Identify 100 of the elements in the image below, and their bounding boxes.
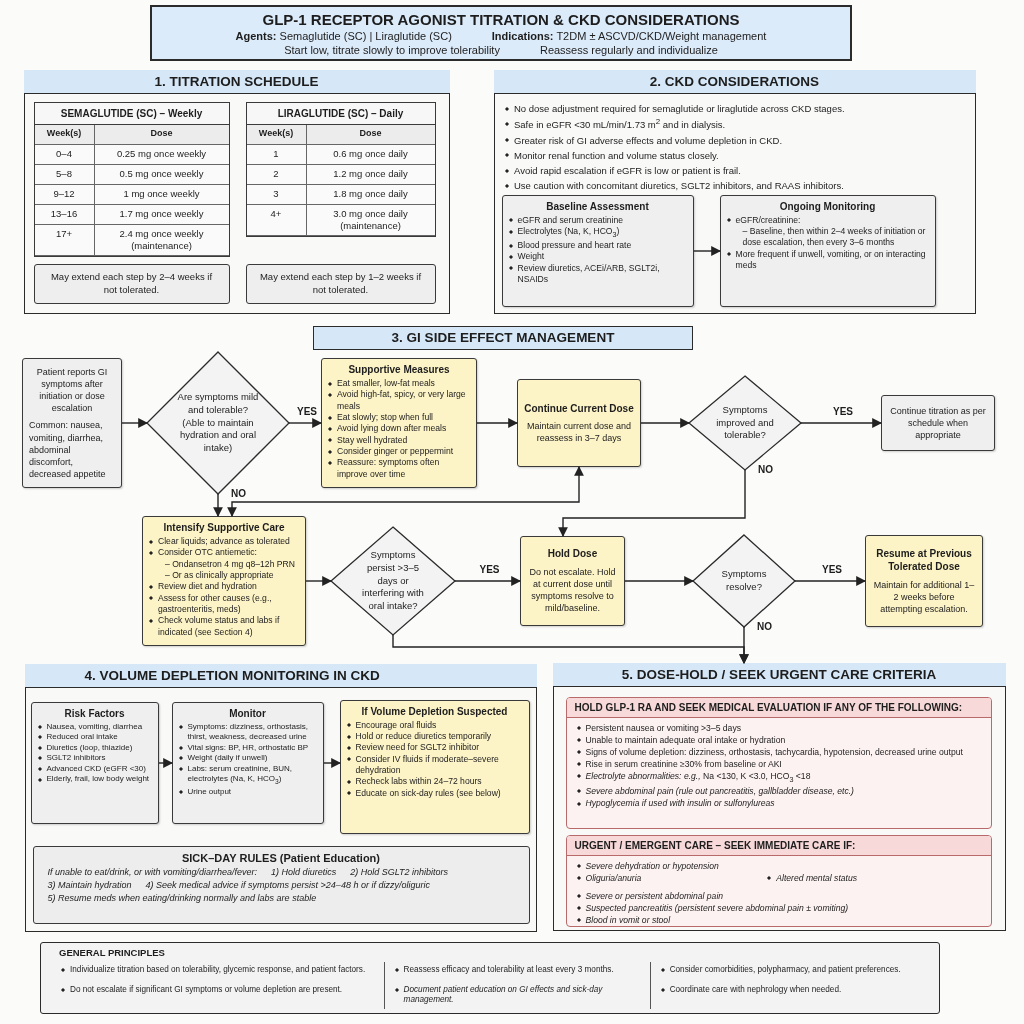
decision-text: Are symptoms mild and tolerable? (Able to maintain hydration and oral intake) xyxy=(176,390,260,456)
connector-arrow xyxy=(213,493,223,517)
box-heading: Ongoing Monitoring xyxy=(778,200,877,212)
process-box xyxy=(22,358,122,488)
subtitle-text: Start low, titrate slowly to improve tolerability xyxy=(284,43,500,56)
connector-arrow xyxy=(454,576,521,586)
connector-arrow xyxy=(624,576,694,586)
list-item: Elderly, frail, low body weight xyxy=(37,774,152,785)
process-box xyxy=(881,395,995,451)
decision-diamond xyxy=(331,527,455,635)
header-box xyxy=(150,5,852,61)
process-box xyxy=(520,536,625,626)
section-heading: 4. VOLUME DEPLETION MONITORING IN CKD xyxy=(24,663,537,688)
section-heading-band: 3. GI SIDE EFFECT MANAGEMENT xyxy=(313,326,693,350)
edge-label: YES xyxy=(296,406,318,418)
section-panel xyxy=(25,664,537,932)
column-header: Week(s) xyxy=(34,124,95,145)
connector-arrow xyxy=(794,576,866,586)
box-heading: Monitor xyxy=(228,707,267,719)
section-panel xyxy=(24,70,450,314)
table-cell: 4+ xyxy=(246,204,307,237)
box-heading: Risk Factors xyxy=(63,707,126,719)
section-heading: 2. CKD CONSIDERATIONS xyxy=(493,69,976,94)
connector-arrow xyxy=(121,418,148,428)
connector-arrow xyxy=(288,418,322,428)
list-item: – Ondansetron 4 mg q8–12h PRN xyxy=(164,558,296,571)
table-cell: 3 xyxy=(246,184,307,205)
rule-text: 1) Hold diuretics xyxy=(271,866,337,877)
edge-label: NO xyxy=(230,488,247,500)
edge-label: YES xyxy=(478,564,501,576)
section-panel xyxy=(553,663,1006,931)
info-box xyxy=(171,701,324,824)
box-heading: URGENT / EMERGENT CARE – SEEK IMMEDIATE CARE IF: xyxy=(566,835,991,856)
connector-arrow xyxy=(323,758,341,768)
process-text: Patient reports GI symptoms after initiation or dose escalation xyxy=(35,365,109,415)
info-box xyxy=(321,358,477,488)
process-box xyxy=(517,379,641,467)
process-text: Common: nausea, vomiting, diarrhea, abdominal discomfort, decreased appetite xyxy=(29,419,107,481)
table-cell: 0–4 xyxy=(34,144,95,165)
edge-label: YES xyxy=(832,406,854,418)
table-cell: 2 xyxy=(246,164,307,185)
process-text: Resume at Previous Tolerated Dose xyxy=(875,546,973,574)
table-title: SEMAGLUTIDE (SC) – Weekly xyxy=(34,102,229,125)
connector-arrow xyxy=(693,246,721,256)
note-box xyxy=(245,263,436,304)
process-box xyxy=(865,535,983,627)
decision-text: Symptoms resolve? xyxy=(720,568,768,594)
connector-arrow xyxy=(392,634,749,664)
criteria-box xyxy=(565,834,992,927)
edge-label: NO xyxy=(757,464,774,476)
info-box xyxy=(30,701,159,824)
list-item: – Baseline, then within 2–4 weeks of initiation or dose escalation, then every 3–6 months xyxy=(741,225,927,249)
connector-arrow xyxy=(158,758,173,768)
principles-box xyxy=(40,942,940,1014)
info-box xyxy=(142,516,306,646)
edge-label: NO xyxy=(756,621,773,633)
process-text: Hold Dose xyxy=(546,547,599,561)
info-box xyxy=(719,194,936,307)
table-cell: 1 xyxy=(246,144,307,165)
connector-arrow xyxy=(640,418,690,428)
table-cell: 17+ xyxy=(34,224,95,257)
rule-text: 4) Seek medical advice if symptoms persist >24–48 h or if dizzy/oliguric xyxy=(145,879,430,890)
note-text: May extend each step by 2–4 weeks if not tolerated. xyxy=(49,270,214,297)
decision-text: Symptoms persist >3–5 days or interfering with oral intake? xyxy=(361,548,425,614)
connector-arrow xyxy=(305,576,332,586)
connector-arrow xyxy=(800,418,882,428)
info-box xyxy=(339,699,530,834)
connector-arrow xyxy=(558,469,746,537)
box-heading: SICK–DAY RULES (Patient Education) xyxy=(180,851,381,864)
box-heading: HOLD GLP-1 RA AND SEEK MEDICAL EVALUATION IF ANY OF THE FOLLOWING: xyxy=(566,697,991,718)
process-text: Do not escalate. Hold at current dose until symptoms resolve to mild/baseline. xyxy=(528,565,617,615)
box-heading: GENERAL PRINCIPLES xyxy=(59,947,166,958)
note-box xyxy=(33,263,230,304)
connector-arrow xyxy=(227,466,584,517)
table-cell: 9–12 xyxy=(34,184,95,205)
subtitle-text: Agents: Semaglutide (SC) | Liraglutide (SC) xyxy=(235,29,452,42)
column-header: Week(s) xyxy=(246,124,307,145)
process-text: Maintain current dose and reassess in 3–7 days xyxy=(525,420,633,445)
box-heading: Supportive Measures xyxy=(347,364,451,375)
info-box xyxy=(32,845,530,924)
edge-label: YES xyxy=(821,564,843,576)
box-heading: If Volume Depletion Suspected xyxy=(360,705,509,717)
dose-table xyxy=(245,101,436,238)
rule-text: 2) Hold SGLT2 inhibitors xyxy=(350,866,448,877)
note-text: May extend each step by 1–2 weeks if not tolerated. xyxy=(258,270,423,297)
subtitle-text: Reassess regularly and individualize xyxy=(539,43,718,56)
info-box xyxy=(501,194,694,307)
rule-text: If unable to eat/drink, or with vomiting/diarrhea/fever: xyxy=(47,866,258,877)
connector-arrow xyxy=(476,418,518,428)
decision-text: Symptoms improved and tolerable? xyxy=(715,403,775,443)
process-text: Continue titration as per schedule when appropriate xyxy=(889,404,987,442)
table-title: LIRAGLUTIDE (SC) – Daily xyxy=(246,102,435,125)
table-cell: 13–16 xyxy=(34,204,95,225)
table-cell: 5–8 xyxy=(34,164,95,185)
criteria-box xyxy=(565,696,992,829)
box-heading: Baseline Assessment xyxy=(545,200,650,212)
dose-table xyxy=(33,101,230,258)
subtitle-text: Indications: T2DM ± ASCVD/CKD/Weight management xyxy=(491,29,767,42)
section-panel xyxy=(494,70,976,314)
box-heading: Intensify Supportive Care xyxy=(162,522,286,533)
